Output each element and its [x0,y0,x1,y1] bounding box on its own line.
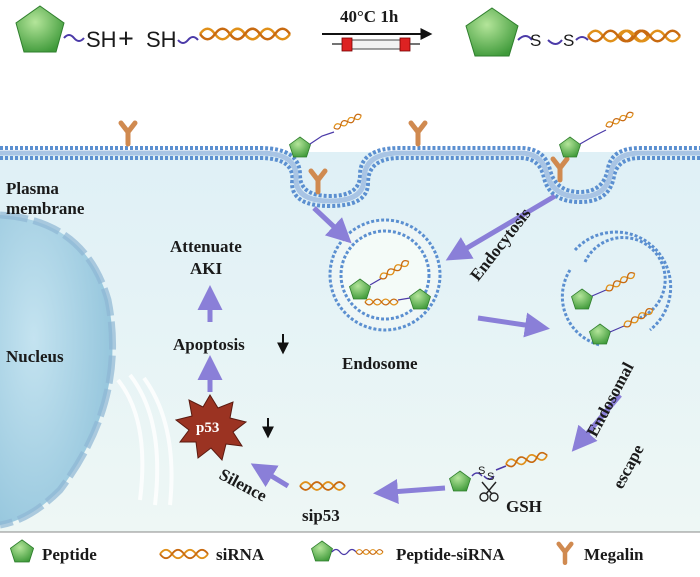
condition-label: 40°C 1h [340,7,399,26]
linker-left [63,34,85,42]
legend: Peptide siRNA Peptide-siRNA Megalin [10,539,644,564]
legend-peptide-icon [10,539,34,563]
conjugate-gsh: S S [449,450,549,502]
cytoplasm-area [0,152,700,532]
gsh-label: GSH [506,497,542,516]
s2-label: S [563,31,574,50]
plus-sign: + [118,24,134,55]
legend-peptide-sirna-label: Peptide-siRNA [396,545,505,564]
attenuate-label-2: AKI [190,259,223,278]
legend-peptide-label: Peptide [42,545,97,564]
megalin-receptor-2 [411,123,425,144]
flow-arrows [197,193,622,504]
endosome-closed [328,218,442,332]
sirna-shape-top-b [228,27,292,41]
peptide-shape-left [15,5,65,53]
nucleus-label: Nucleus [6,347,64,366]
scissors-icon [479,481,499,502]
s1-label: S [530,31,541,50]
linker-product [517,35,589,45]
conjugate-binding-2 [559,110,635,158]
plasma-label-2: membrane [6,199,85,218]
plasma-label-1: Plasma [6,179,59,198]
svg-text:S: S [487,471,494,483]
legend-megalin-label: Megalin [584,545,644,564]
p53-burst [174,394,248,462]
endosome-label: Endosome [342,354,418,373]
legend-conjugate-icon [311,540,384,562]
nucleus [0,211,174,529]
sh-right-label: SH [146,27,177,52]
legend-megalin-icon [559,544,572,563]
peptide-shape-product [465,7,519,57]
sh-left-label: SH [86,27,117,52]
legend-sirna-icon [159,548,209,560]
tube-icon [332,37,420,52]
sip53-label: sip53 [302,506,340,525]
apoptosis-label: Apoptosis [173,335,245,354]
megalin-receptor-1 [121,123,135,144]
plasma-membrane [0,146,700,209]
linker-right [177,36,199,44]
p53-label: p53 [196,420,219,436]
legend-sirna-label: siRNA [216,545,265,564]
reaction-row: SH + SH 40°C 1h S S [15,5,682,57]
endosome-escaping [560,230,673,347]
conjugate-binding-1 [289,112,363,158]
svg-text:S: S [478,465,485,477]
attenuate-label-1: Attenuate [170,237,242,256]
